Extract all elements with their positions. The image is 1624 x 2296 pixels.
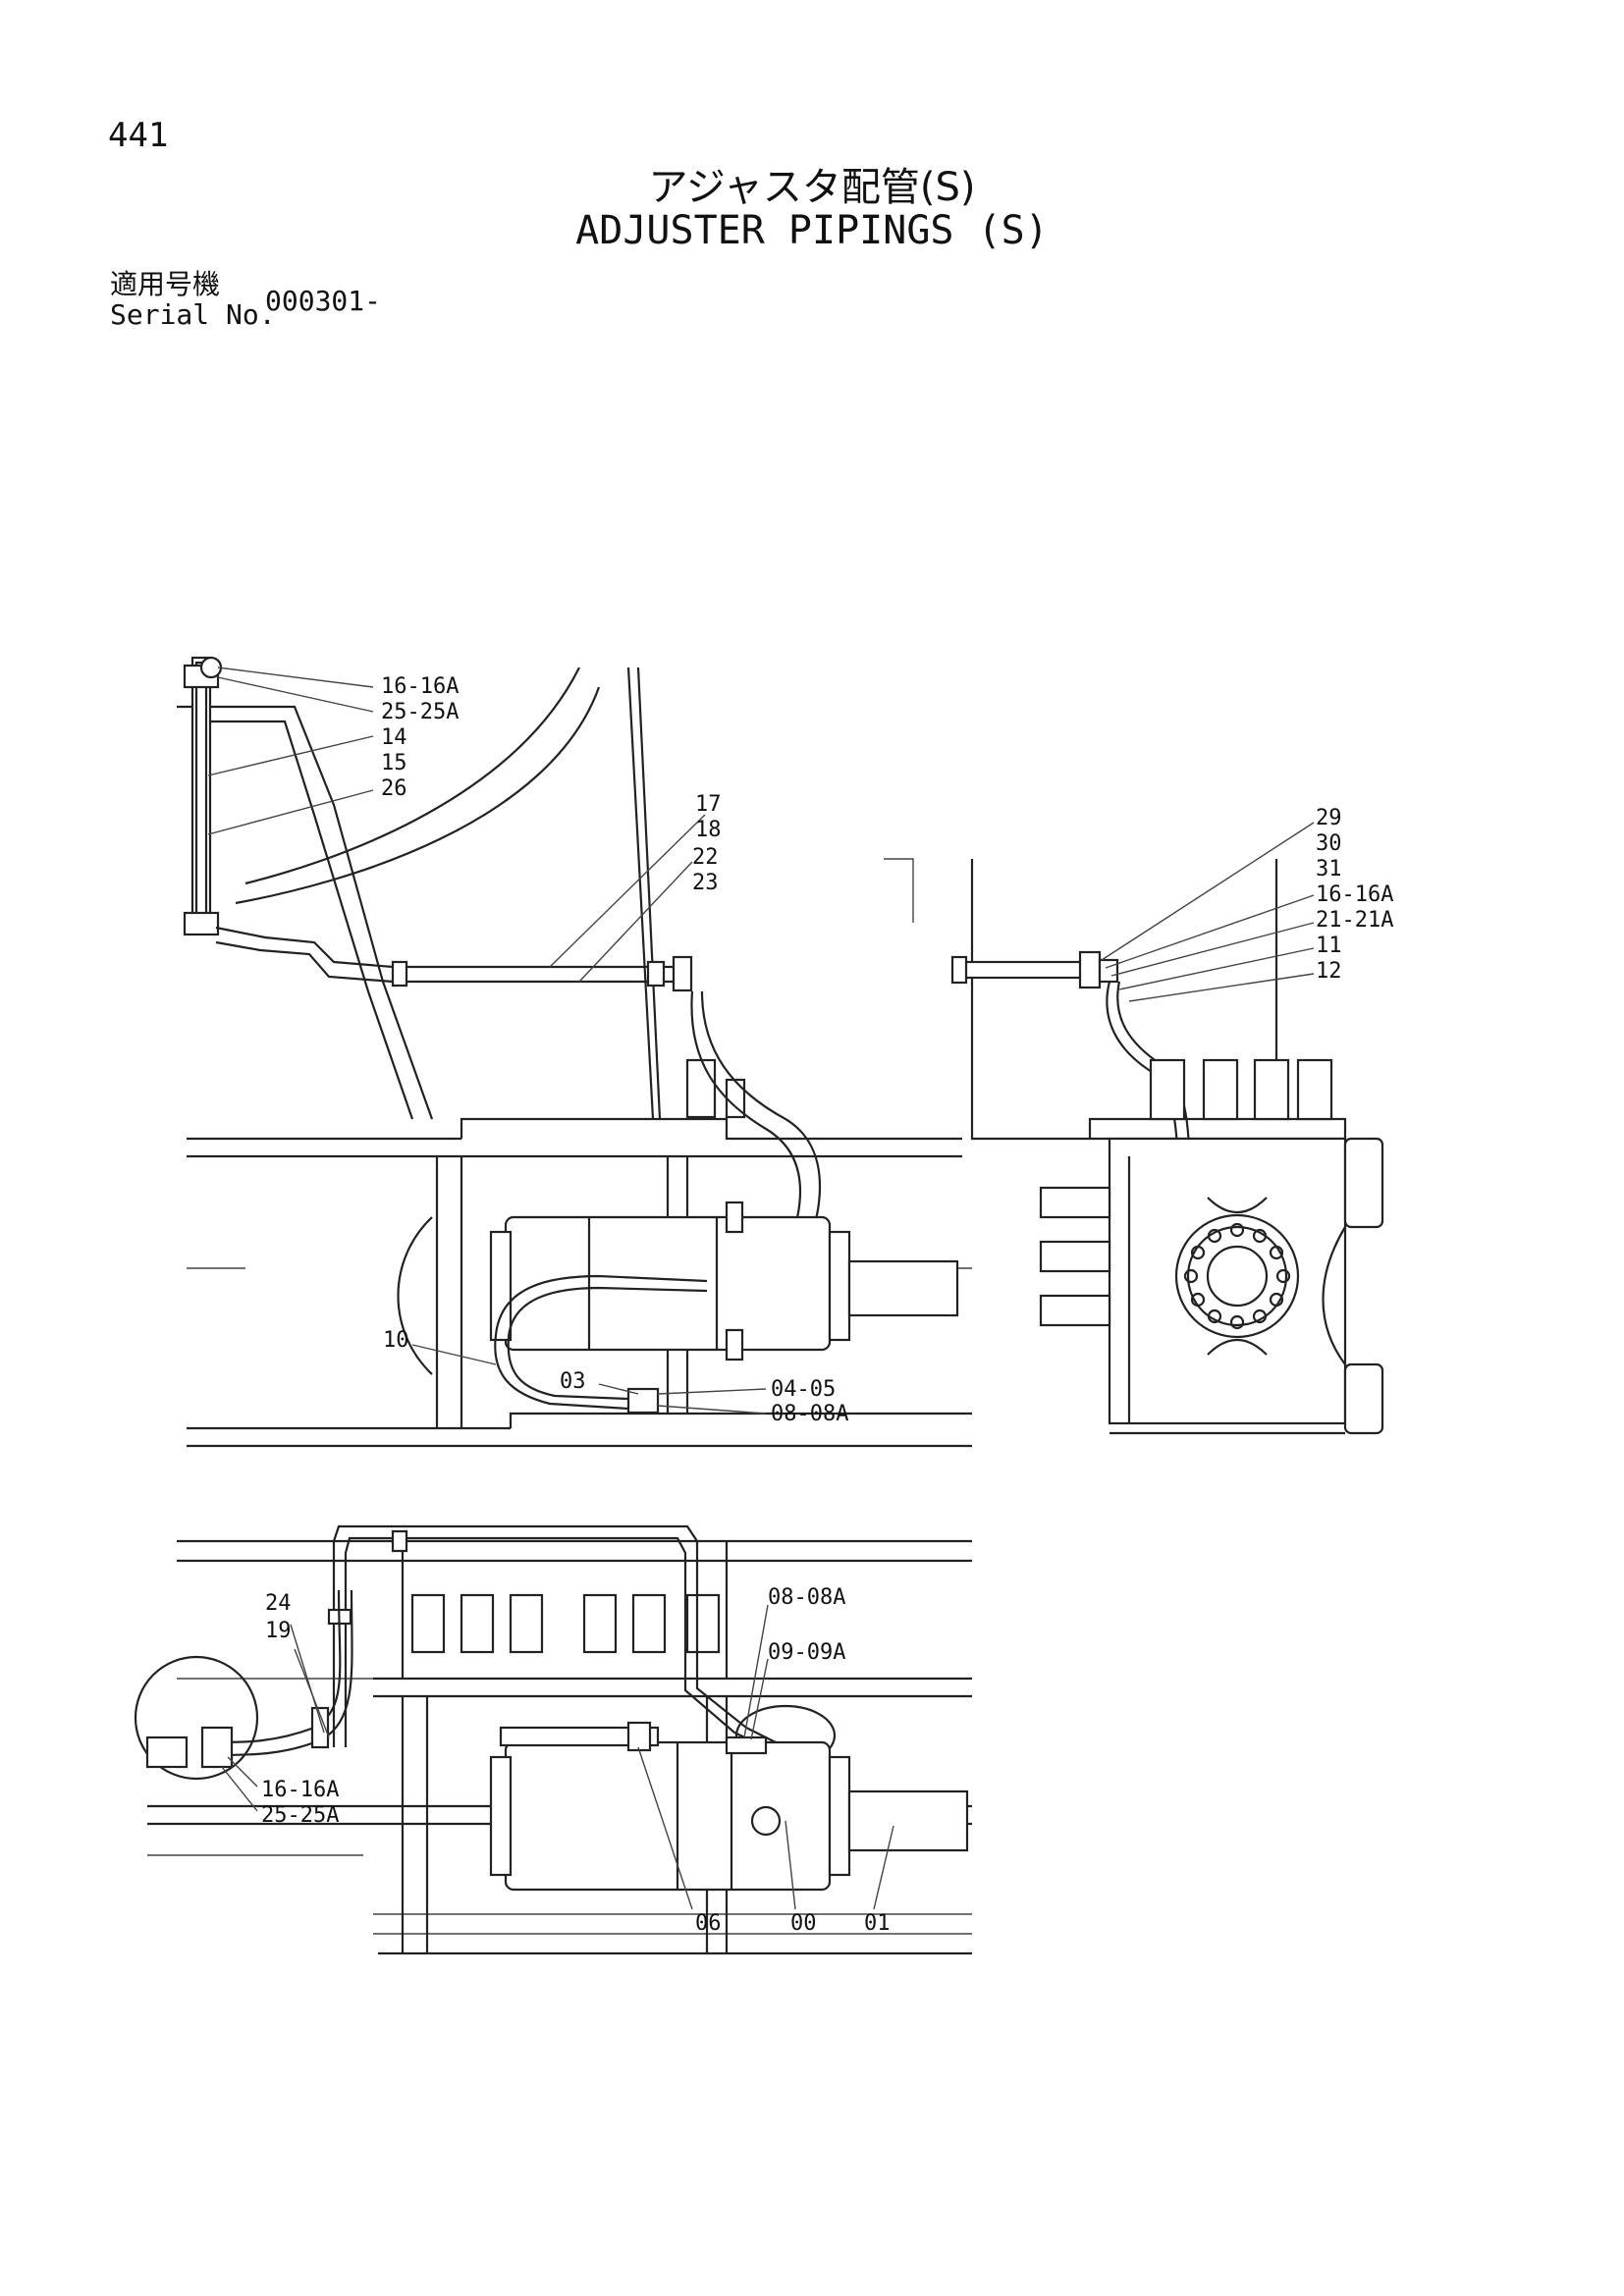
callout-label: 25-25A [381,700,459,724]
callout-label: 10 [383,1328,409,1353]
serial-label-english: Serial No. [110,298,276,331]
callout-label: 16-16A [381,674,459,699]
callout-leaders-bottom [221,1604,894,1910]
page-title-japanese: アジャスタ配管(S) [648,165,976,210]
callout-label: 31 [1316,857,1342,881]
callout-label: 04-05 [771,1377,836,1402]
callout-label: 14 [381,725,407,750]
page-number: 441 [108,116,169,155]
callout-label: 21-21A [1316,908,1393,933]
page-title-english: ADJUSTER PIPINGS (S) [575,208,1049,253]
callout-label: 30 [1316,831,1342,856]
diagram-top-left-view [177,656,972,1448]
diagram-top-right-view [884,858,1384,1435]
callout-label: 01 [864,1911,891,1936]
callout-label: 09-09A [768,1640,845,1665]
callout-label: 26 [381,776,407,801]
callout-label: 17 [695,792,722,817]
callout-label: 08-08A [768,1585,845,1610]
diagram-bottom-view [134,1524,972,1955]
callout-label: 19 [265,1619,292,1643]
callout-leaders-top-right [1101,822,1315,1002]
callout-label: 16-16A [261,1778,339,1802]
callout-label: 22 [692,845,719,870]
callout-labels-top-left: 16-16A 25-25A 14 15 26 17 18 22 23 10 03… [381,674,848,1426]
callout-labels-top-right: 29 30 31 16-16A 21-21A 11 12 [1316,806,1393,984]
callout-label: 25-25A [261,1803,339,1828]
serial-number-value: 000301- [265,285,382,317]
callout-label: 12 [1316,959,1342,984]
callout-label: 08-08A [771,1402,848,1426]
callout-label: 23 [692,871,719,895]
callout-label: 06 [695,1911,722,1936]
callout-labels-bottom: 24 19 16-16A 25-25A 08-08A 09-09A 06 00 … [261,1585,891,1936]
callout-label: 00 [790,1911,817,1936]
callout-label: 16-16A [1316,882,1393,907]
callout-label: 18 [695,818,722,842]
callout-label: 24 [265,1591,292,1616]
callout-label: 29 [1316,806,1342,830]
callout-label: 03 [560,1369,586,1394]
serial-label-japanese: 適用号機 [110,268,221,300]
callout-label: 11 [1316,934,1342,958]
callout-label: 15 [381,751,407,775]
callout-leaders-top-left [207,667,767,1415]
